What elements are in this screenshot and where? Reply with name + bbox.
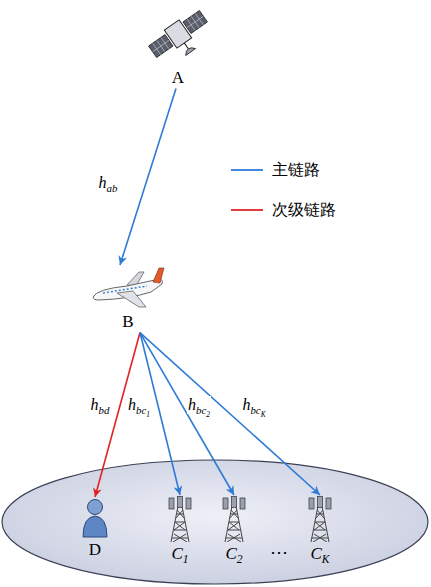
ellipsis-mark: ⋯ xyxy=(270,543,288,561)
legend-text: 主链路 xyxy=(272,160,320,181)
base-station-node: C1 xyxy=(167,496,193,564)
aircraft-icon xyxy=(89,266,167,310)
aircraft-node: B xyxy=(89,266,167,332)
link-arrow xyxy=(95,333,140,497)
channel-label: hab xyxy=(98,174,119,192)
channel-label: hbc2 xyxy=(187,396,211,414)
node-label: B xyxy=(122,312,133,332)
legend-line-sample xyxy=(230,167,264,173)
link-arrow xyxy=(140,333,320,495)
node-label: C2 xyxy=(225,544,242,564)
satellite-node: A xyxy=(148,4,208,88)
legend-row: 次级链路 xyxy=(230,190,336,230)
tower-icon xyxy=(167,496,193,542)
ground-region xyxy=(2,460,428,584)
link-arrow xyxy=(120,89,176,265)
user-node: D xyxy=(81,498,109,560)
legend: 主链路次级链路 xyxy=(230,150,336,230)
base-station-node: C2 xyxy=(221,496,247,564)
channel-label: hbc1 xyxy=(127,396,151,414)
node-label: D xyxy=(89,540,101,560)
link-arrow xyxy=(140,333,234,495)
channel-label: hbd xyxy=(90,396,111,414)
user-icon xyxy=(81,498,109,538)
legend-text: 次级链路 xyxy=(272,200,336,221)
node-label: CK xyxy=(310,544,329,564)
legend-row: 主链路 xyxy=(230,150,336,190)
legend-line-sample xyxy=(230,207,264,213)
node-label: A xyxy=(172,68,184,88)
channel-label: hbcK xyxy=(241,396,266,414)
node-label: C1 xyxy=(171,544,188,564)
satellite-icon xyxy=(148,4,208,66)
tower-icon xyxy=(307,496,333,542)
tower-icon xyxy=(221,496,247,542)
base-station-node: CK xyxy=(307,496,333,564)
